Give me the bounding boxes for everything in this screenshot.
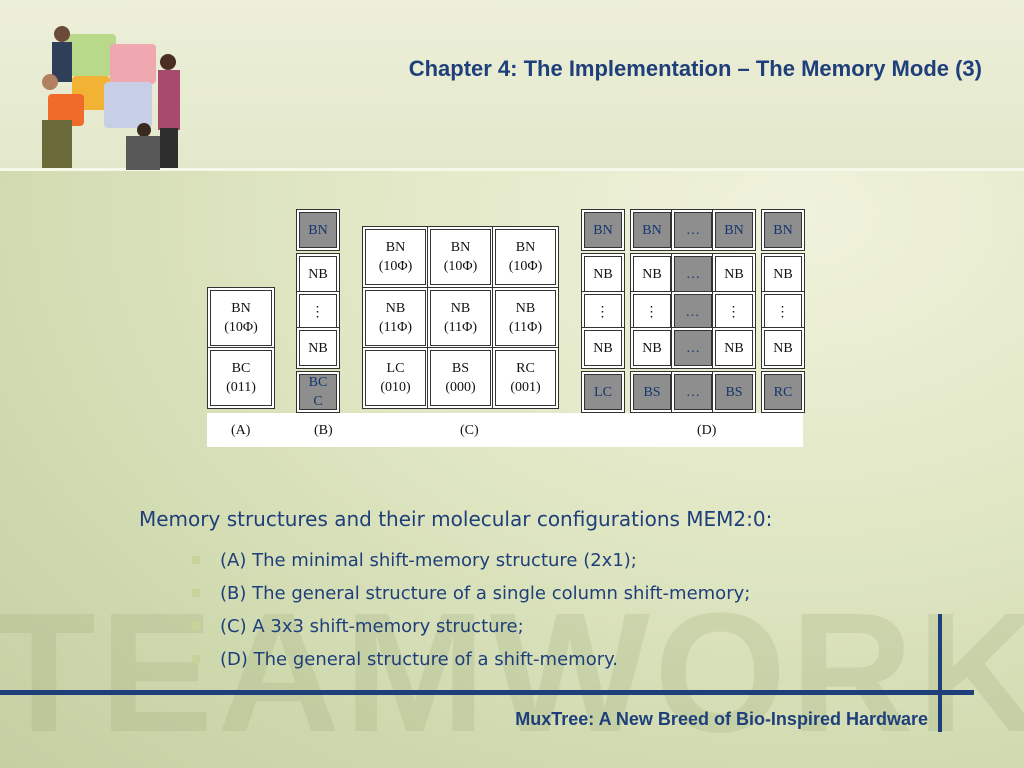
bullet-text: (D) The general structure of a shift-mem… bbox=[220, 648, 618, 670]
cell-b-4: BC C bbox=[299, 374, 337, 410]
cell-c-r2c2: RC (001) bbox=[495, 350, 556, 406]
panel-label-c: (C) bbox=[460, 423, 479, 438]
bullet-square-icon bbox=[192, 556, 200, 564]
cell-d-r4c3: BS bbox=[715, 374, 753, 410]
cell-d-r2c1: ⋮ bbox=[633, 294, 671, 330]
cell-d-r0c4: BN bbox=[764, 212, 802, 248]
diagram-label-strip bbox=[207, 413, 803, 447]
cell-c-r1c2: NB (11Φ) bbox=[495, 290, 556, 346]
cell-a-bn: BN (10Φ) bbox=[210, 290, 272, 346]
footer-divider bbox=[0, 690, 974, 695]
bullet-text: (C) A 3x3 shift-memory structure; bbox=[220, 615, 524, 637]
cell-b-1: NB bbox=[299, 256, 337, 292]
cell-d-r2c4: ⋮ bbox=[764, 294, 802, 330]
bullet-item: (D) The general structure of a shift-mem… bbox=[192, 646, 618, 672]
cell-d-r3c1: NB bbox=[633, 330, 671, 366]
cell-d-r3c2: … bbox=[674, 330, 712, 366]
page-title: Chapter 4: The Implementation – The Memo… bbox=[408, 56, 982, 81]
puzzle-people-logo bbox=[42, 26, 180, 170]
bullet-item: (C) A 3x3 shift-memory structure; bbox=[192, 613, 524, 639]
watermark-text: TEAMWORK bbox=[0, 578, 1024, 768]
cell-d-r3c4: NB bbox=[764, 330, 802, 366]
cell-d-r4c4: RC bbox=[764, 374, 802, 410]
bullet-item: (A) The minimal shift-memory structure (… bbox=[192, 547, 637, 573]
cell-d-r0c0: BN bbox=[584, 212, 622, 248]
intro-text: Memory structures and their molecular co… bbox=[139, 507, 773, 531]
header-divider bbox=[0, 168, 1024, 171]
cell-c-r2c0: LC (010) bbox=[365, 350, 426, 406]
cell-d-r1c2: … bbox=[674, 256, 712, 292]
cell-d-r0c1: BN bbox=[633, 212, 671, 248]
cell-c-r0c0: BN (10Φ) bbox=[365, 229, 426, 285]
cell-d-r4c2: … bbox=[674, 374, 712, 410]
panel-label-d: (D) bbox=[697, 423, 717, 438]
cell-b-0: BN bbox=[299, 212, 337, 248]
cell-c-r2c1: BS (000) bbox=[430, 350, 491, 406]
bullet-text: (A) The minimal shift-memory structure (… bbox=[220, 549, 637, 571]
footer-vertical-divider bbox=[938, 614, 942, 732]
cell-d-r3c0: NB bbox=[584, 330, 622, 366]
cell-c-r0c2: BN (10Φ) bbox=[495, 229, 556, 285]
cell-d-r1c3: NB bbox=[715, 256, 753, 292]
bullet-square-icon bbox=[192, 589, 200, 597]
cell-d-r1c4: NB bbox=[764, 256, 802, 292]
bullet-text: (B) The general structure of a single co… bbox=[220, 582, 751, 604]
cell-c-r1c0: NB (11Φ) bbox=[365, 290, 426, 346]
bullet-item: (B) The general structure of a single co… bbox=[192, 580, 750, 606]
cell-d-r1c0: NB bbox=[584, 256, 622, 292]
cell-d-r0c2: … bbox=[674, 212, 712, 248]
cell-d-r2c3: ⋮ bbox=[715, 294, 753, 330]
footer-text: MuxTree: A New Breed of Bio-Inspired Har… bbox=[515, 709, 928, 729]
cell-d-r4c0: LC bbox=[584, 374, 622, 410]
panel-label-a: (A) bbox=[231, 423, 251, 438]
cell-d-r0c3: BN bbox=[715, 212, 753, 248]
cell-a-bc: BC (011) bbox=[210, 350, 272, 406]
cell-c-r0c1: BN (10Φ) bbox=[430, 229, 491, 285]
cell-d-r1c1: NB bbox=[633, 256, 671, 292]
bullet-square-icon bbox=[192, 655, 200, 663]
cell-d-r3c3: NB bbox=[715, 330, 753, 366]
panel-label-b: (B) bbox=[314, 423, 333, 438]
cell-c-r1c1: NB (11Φ) bbox=[430, 290, 491, 346]
bullet-square-icon bbox=[192, 622, 200, 630]
cell-b-3: NB bbox=[299, 330, 337, 366]
cell-b-2: ⋮ bbox=[299, 294, 337, 330]
cell-d-r2c2: … bbox=[674, 294, 712, 330]
cell-d-r2c0: ⋮ bbox=[584, 294, 622, 330]
cell-d-r4c1: BS bbox=[633, 374, 671, 410]
